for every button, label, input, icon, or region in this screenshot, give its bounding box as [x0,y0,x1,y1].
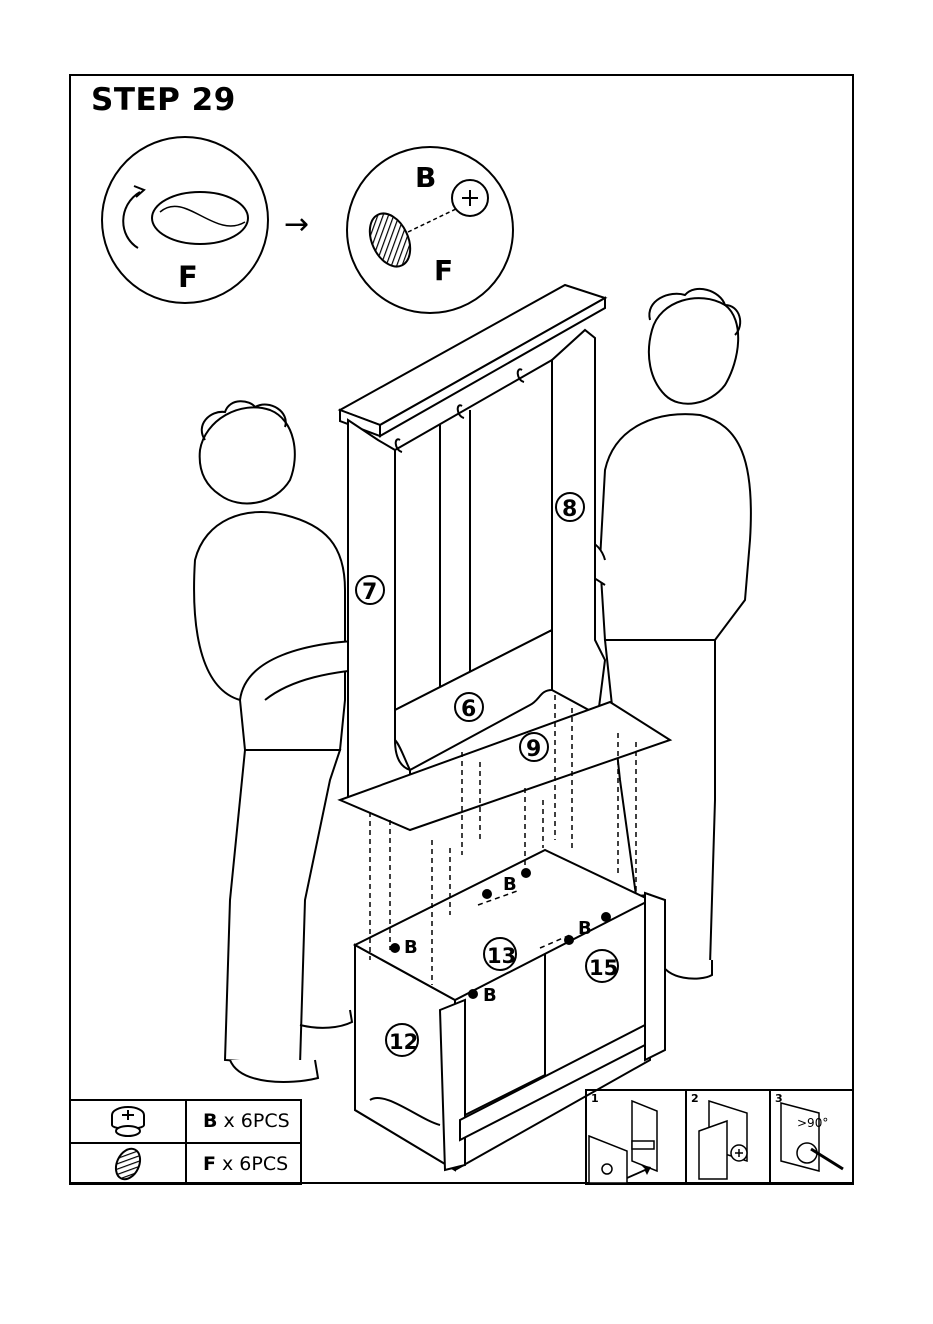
detail-circle-cap-insert: B F [347,147,513,313]
cam-step-1-diagram [587,1091,685,1183]
part-6-label: 6 [461,697,476,722]
cam-lock-instructions: 1 2 3 >90° [585,1089,854,1185]
detail-circle-cap-flip: F [102,137,268,303]
parts-text-b: B x 6PCS [203,1110,290,1132]
part-8-label: 8 [562,497,577,522]
angle-label: >90° [797,1116,828,1130]
hardware-b-label: B [483,985,497,1006]
parts-row-b: B x 6PCS [71,1101,300,1144]
parts-row-f: F x 6PCS [71,1144,300,1185]
detail2-label-bottom: F [434,254,453,287]
parts-list-table: B x 6PCS F x 6PCS [69,1099,302,1185]
part-9-label: 9 [526,737,541,762]
cam-step-2: 2 [687,1091,771,1183]
detail1-label: F [178,260,198,294]
parts-icon-cell [71,1144,187,1185]
part-7-label: 7 [362,580,377,605]
cover-cap-icon [71,1144,185,1185]
parts-text-f: F x 6PCS [203,1153,288,1175]
cam-step-1: 1 [587,1091,687,1183]
hardware-b-label: B [578,918,592,939]
detail-arrow: → [284,207,309,242]
part-15-label: 15 [589,956,618,980]
hardware-b-label: B [503,874,517,895]
hardware-b-label: B [404,937,418,958]
detail2-label-top: B [415,161,436,194]
cam-step-3: 3 >90° [771,1091,852,1183]
cam-step-2-diagram [687,1091,769,1183]
part-13-label: 13 [487,944,516,968]
parts-icon-cell [71,1101,187,1142]
cam-lock-icon [71,1101,185,1142]
part-12-label: 12 [389,1030,418,1054]
cam-step-3-diagram: >90° [771,1091,852,1183]
